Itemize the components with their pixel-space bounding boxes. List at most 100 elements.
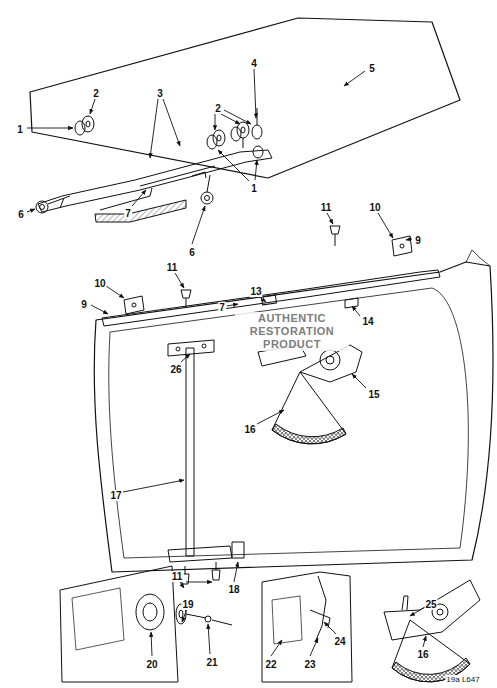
label-anchor: 7 [124, 203, 132, 221]
label-anchor: 16 [243, 419, 256, 437]
leader-lines-stroke [410, 607, 425, 616]
handle-mount-panel-stroke [205, 616, 211, 622]
leader-lines-stroke [106, 286, 124, 298]
leader-lines-stroke [186, 582, 212, 583]
label-anchor: 21 [205, 652, 218, 670]
callout-number: 18 [227, 584, 240, 595]
glass-bushings-stroke [253, 146, 263, 158]
lower-sash-channel-stroke [38, 150, 272, 212]
lower-bolts-stroke [212, 570, 220, 580]
leader-lines-stroke [257, 410, 284, 424]
callout-number: 24 [333, 636, 346, 647]
glass-bushings-stroke [231, 127, 241, 141]
callout-number: 11 [320, 202, 333, 213]
label-anchor: 4 [250, 53, 258, 71]
vertical-guide-channel-stroke [202, 344, 206, 348]
handle-mount-panel-stroke [136, 594, 164, 630]
leader-lines-stroke [221, 114, 240, 124]
callout-number: 7 [124, 208, 132, 219]
window-regulator-stroke [272, 424, 346, 444]
callout-number: 11 [171, 571, 184, 582]
drawing-code: 19a L647 [445, 675, 480, 684]
leader-lines [27, 69, 426, 656]
leader-lines-stroke [150, 99, 158, 158]
door-shell-stroke [466, 250, 490, 266]
callout-number: 15 [367, 389, 380, 400]
handle-mount-panel-stroke [186, 614, 206, 618]
door-edge-panel-stroke [316, 576, 326, 640]
label-anchor: 19a L647 [445, 668, 480, 686]
callout-number: 1 [16, 124, 24, 135]
window-regulator [258, 345, 362, 444]
callout-number: 14 [361, 316, 374, 327]
handle-mount-panel-stroke [143, 603, 157, 621]
door-edge-panel-stroke [272, 596, 302, 644]
handle-mount-panel-stroke [60, 566, 178, 682]
glass-bushings-stroke [207, 135, 217, 149]
label-anchor: 1 [16, 119, 24, 137]
glass-studs-stroke [207, 175, 210, 192]
label-anchor: 11 [320, 197, 333, 215]
label-anchor: 25 [424, 594, 437, 612]
callout-number: 17 [109, 490, 122, 501]
channel-brackets-stroke [335, 234, 336, 246]
label-anchor: 19 [181, 594, 194, 612]
leader-lines-stroke [208, 624, 210, 654]
glass-bushings-stroke [243, 138, 244, 148]
lower-sash-channel [38, 150, 272, 222]
leader-lines-stroke [423, 636, 426, 647]
glass-bushings-stroke [82, 116, 94, 132]
leader-lines-stroke [224, 110, 251, 124]
callout-number: 25 [424, 599, 437, 610]
glass-pane-stroke [30, 18, 460, 178]
label-anchor: 17 [109, 485, 122, 503]
leader-lines-stroke [123, 480, 184, 492]
leader-lines-stroke [91, 305, 108, 314]
glass-bushings-stroke [257, 108, 258, 125]
callout-number: 5 [368, 63, 376, 74]
leader-lines-stroke [182, 609, 187, 622]
glass-studs-stroke [201, 192, 213, 204]
leader-lines-stroke [255, 160, 257, 180]
channel-brackets-stroke [330, 226, 340, 234]
callout-number: 6 [17, 209, 25, 220]
leader-lines-stroke [227, 304, 238, 306]
channel-brackets-stroke [132, 303, 136, 307]
callout-number: 9 [414, 235, 422, 246]
leader-lines-stroke [352, 306, 360, 316]
door-edge-panel [262, 572, 352, 682]
glass-bushings-stroke [217, 135, 221, 141]
glass-studs-stroke [205, 196, 210, 201]
glass-studs-stroke [36, 201, 48, 213]
label-anchor: 23 [303, 654, 316, 672]
door-edge-panel-stroke [262, 572, 352, 682]
label-anchor: 15 [367, 384, 380, 402]
label-anchor: 3 [156, 83, 164, 101]
label-anchor: 13 [249, 281, 262, 299]
leader-lines-stroke [378, 213, 393, 238]
leader-lines-stroke [180, 582, 184, 588]
label-anchor: 5 [368, 58, 376, 76]
glass-bushings-stroke [237, 122, 249, 138]
leader-lines-stroke [27, 128, 73, 129]
lower-sash-channel-stroke [100, 188, 152, 210]
regulator-assembly [384, 580, 480, 682]
callout-number: 10 [368, 202, 381, 213]
channel-brackets-stroke [345, 298, 358, 308]
regulator-assembly-stroke [392, 620, 470, 682]
label-anchor: 6 [17, 204, 25, 222]
handle-mount-panel-stroke [72, 588, 124, 650]
lower-sash-channel-stroke [140, 166, 215, 186]
leader-lines-stroke [163, 99, 180, 146]
window-regulator-stroke [272, 372, 346, 444]
lower-bolts-stroke [216, 562, 217, 570]
label-anchor: 20 [145, 654, 158, 672]
callout-number: 21 [205, 657, 218, 668]
leader-lines-stroke [254, 69, 256, 118]
callout-number: 20 [145, 659, 158, 670]
leader-lines-stroke [192, 206, 205, 244]
label-anchor: 1 [250, 178, 258, 196]
channel-brackets [124, 226, 412, 314]
label-anchor: 9 [414, 230, 422, 248]
callout-number: 26 [169, 364, 182, 375]
